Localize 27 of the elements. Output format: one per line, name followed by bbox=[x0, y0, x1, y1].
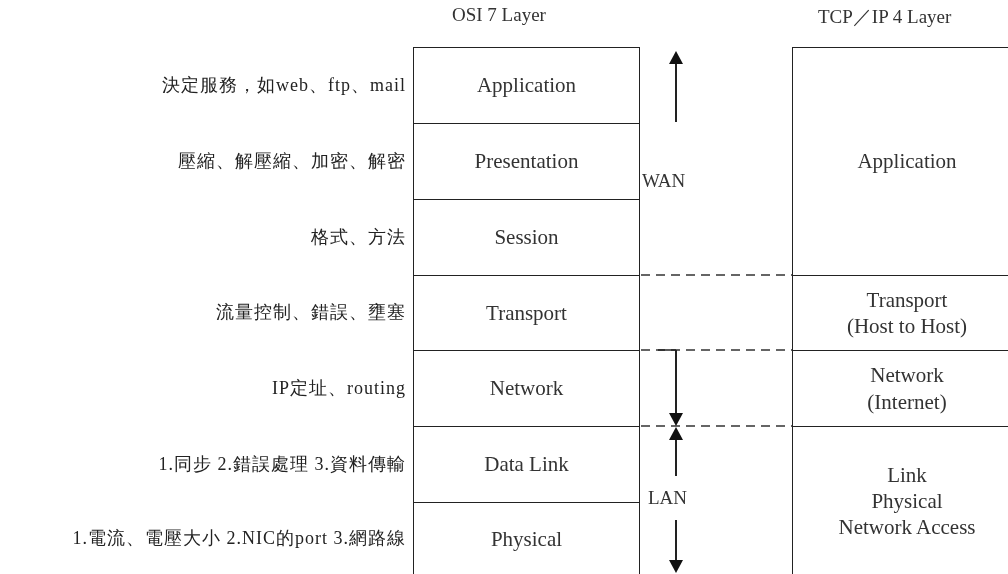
layer-description: 格式、方法 bbox=[311, 225, 406, 249]
layer-name: (Internet) bbox=[867, 388, 947, 415]
layer-name: Transport bbox=[866, 286, 948, 313]
layer-box bbox=[792, 47, 1008, 276]
layer-name: Transport bbox=[486, 299, 567, 327]
column-heading: TCP／IP 4 Layer bbox=[818, 5, 952, 29]
layer-description: 決定服務，如web、ftp、mail bbox=[162, 73, 406, 97]
layer-description: 流量控制、錯誤、壅塞 bbox=[216, 301, 406, 325]
layer-name: Network bbox=[489, 375, 564, 402]
layer-name: Link bbox=[887, 461, 927, 488]
layer-name: (Host to Host) bbox=[846, 313, 968, 340]
layer-name: Physical bbox=[490, 525, 563, 553]
layer-name: Network bbox=[870, 362, 944, 389]
layer-description: IP定址、routing bbox=[272, 376, 406, 400]
layer-description: 1.電流、電壓大小 2.NIC的port 3.網路線 bbox=[72, 527, 406, 551]
layer-name: Session bbox=[494, 224, 559, 251]
layer-name: Application bbox=[476, 72, 577, 99]
layer-description: 壓縮、解壓縮、加密、解密 bbox=[178, 149, 406, 173]
layer-name: Physical bbox=[871, 487, 943, 515]
layer-name: Presentation bbox=[474, 148, 579, 175]
layer-name: Network Access bbox=[838, 514, 976, 541]
network-scope-label: WAN bbox=[642, 170, 686, 192]
layer-description: 1.同步 2.錯誤處理 3.資料傳輸 bbox=[158, 452, 406, 476]
column-heading: OSI 7 Layer bbox=[452, 4, 546, 26]
network-scope-label: LAN bbox=[648, 487, 688, 509]
layer-name: Data Link bbox=[484, 451, 569, 478]
layer-name: Application bbox=[857, 148, 957, 175]
